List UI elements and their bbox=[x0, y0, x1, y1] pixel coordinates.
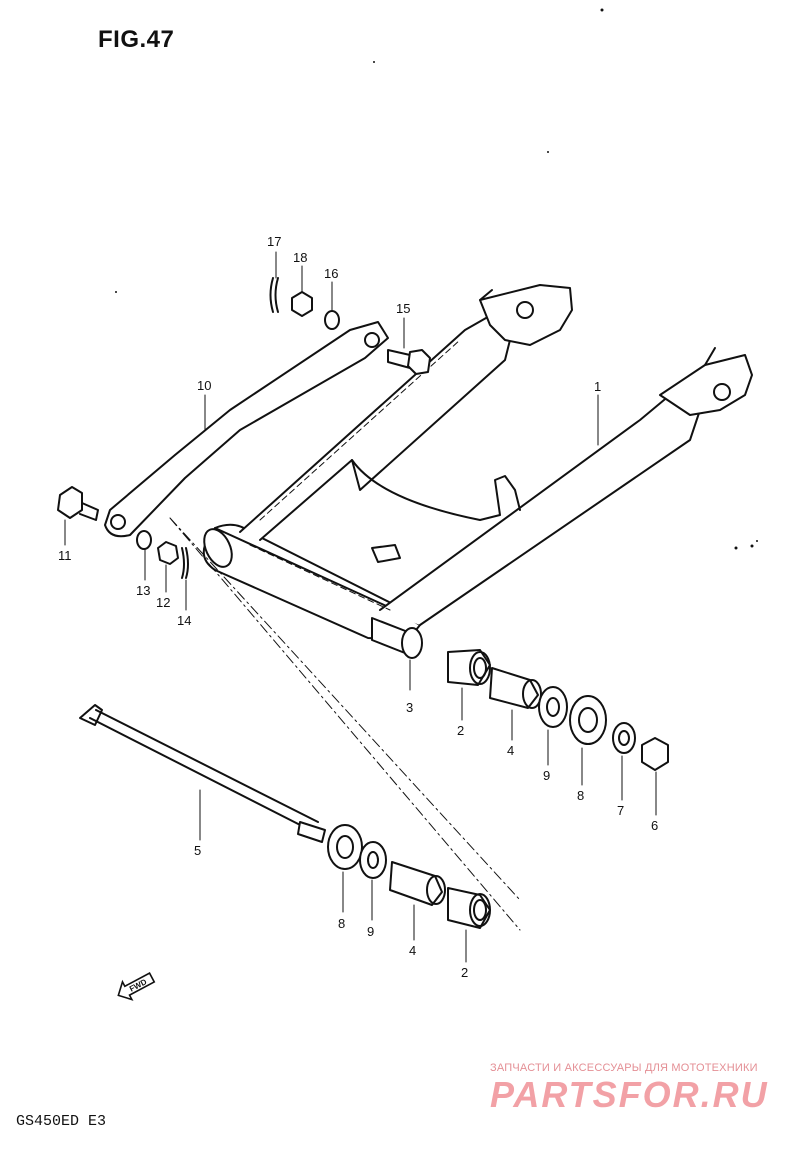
callout-part-15: 15 bbox=[396, 301, 410, 316]
needle-bearing-part-2-upper bbox=[447, 649, 491, 686]
scan-specks bbox=[115, 8, 758, 550]
spacer-part-4-upper bbox=[489, 667, 542, 709]
callout-part-4-lower: 4 bbox=[409, 943, 416, 958]
callout-part-2-upper: 2 bbox=[457, 723, 464, 738]
washer-part-9-lower bbox=[359, 841, 387, 879]
nut-part-18 bbox=[291, 291, 313, 317]
callout-part-9-upper: 9 bbox=[543, 768, 550, 783]
callout-part-9-lower: 9 bbox=[367, 924, 374, 939]
bolt-part-11 bbox=[57, 486, 99, 521]
watermark-tagline: ЗАПЧАСТИ И АКСЕССУАРЫ ДЛЯ МОТОТЕХНИКИ bbox=[490, 1062, 758, 1074]
callout-part-16: 16 bbox=[324, 266, 338, 281]
assembly-centerline bbox=[169, 517, 521, 931]
watermark-logo: PARTSFOR.RU bbox=[490, 1074, 769, 1115]
callout-part-6: 6 bbox=[651, 818, 658, 833]
cotter-pin-part-14 bbox=[181, 547, 189, 579]
forward-arrow: FWD bbox=[117, 972, 156, 1001]
washer-part-9-upper bbox=[538, 686, 568, 728]
callout-part-8-upper: 8 bbox=[577, 788, 584, 803]
figure-title: FIG.47 bbox=[98, 26, 175, 53]
washer-part-7 bbox=[612, 722, 636, 754]
callout-part-5: 5 bbox=[194, 843, 201, 858]
callout-part-8-lower: 8 bbox=[338, 916, 345, 931]
seal-part-8-upper bbox=[569, 695, 607, 745]
nut-part-12 bbox=[157, 541, 179, 565]
swingarm-part-1 bbox=[202, 284, 753, 641]
callout-part-18: 18 bbox=[293, 250, 307, 265]
washer-part-13 bbox=[136, 530, 152, 550]
washer-part-16 bbox=[324, 310, 340, 330]
callout-part-1: 1 bbox=[594, 379, 601, 394]
callout-part-17: 17 bbox=[267, 234, 281, 249]
callout-part-2-lower: 2 bbox=[461, 965, 468, 980]
seal-part-8-lower bbox=[327, 824, 363, 870]
callout-part-7: 7 bbox=[617, 803, 624, 818]
bolt-part-15 bbox=[387, 349, 431, 375]
needle-bearing-part-2-lower bbox=[447, 887, 491, 929]
callout-part-14: 14 bbox=[177, 613, 191, 628]
spacer-part-4-lower bbox=[389, 861, 446, 906]
callout-part-3: 3 bbox=[406, 700, 413, 715]
leader-lines bbox=[64, 251, 657, 963]
torque-rod-part-10 bbox=[104, 321, 389, 538]
callout-part-13: 13 bbox=[136, 583, 150, 598]
callout-part-4-upper: 4 bbox=[507, 743, 514, 758]
model-code: GS450ED E3 bbox=[16, 1113, 107, 1130]
callout-part-12: 12 bbox=[156, 595, 170, 610]
nut-part-6 bbox=[641, 737, 669, 771]
callout-part-10: 10 bbox=[197, 378, 211, 393]
cotter-pin-part-17 bbox=[269, 277, 279, 313]
callout-part-11: 11 bbox=[58, 548, 72, 563]
pivot-shaft-part-5 bbox=[79, 704, 326, 843]
bushing-part-3 bbox=[371, 617, 423, 659]
